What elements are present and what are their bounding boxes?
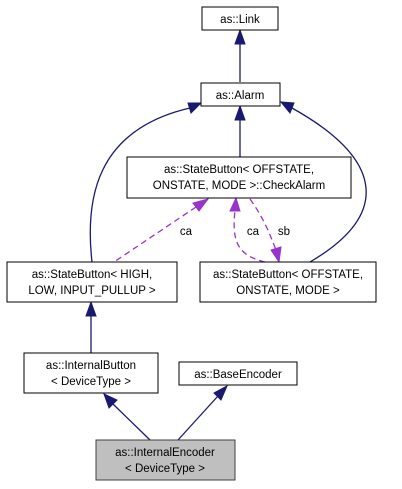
node-base-encoder[interactable]: as::BaseEncoder (178, 361, 298, 386)
node-label-line-2: ONSTATE, MODE > (236, 285, 340, 297)
arrowhead-internalbutton (103, 393, 118, 409)
node-statebutton-high-low[interactable]: as::StateButton< HIGH, LOW, INPUT_PULLUP… (6, 261, 178, 303)
node-label-line-2: < DeviceType > (51, 376, 131, 388)
node-label: as::BaseEncoder (194, 369, 282, 381)
node-label-line-1: as::StateButton< HIGH, (32, 269, 153, 281)
arrowhead-alarm-center (234, 104, 246, 121)
arrowhead-baseencoder (213, 384, 229, 401)
edge-label-sb: sb (278, 226, 290, 238)
node-label-line-2: LOW, INPUT_PULLUP > (28, 285, 156, 297)
arrowhead-sboff (270, 246, 282, 264)
node-internal-button[interactable]: as::InternalButton < DeviceType > (23, 352, 159, 394)
node-as-alarm[interactable]: as::Alarm (200, 82, 281, 107)
node-label-line-1: as::InternalButton (46, 360, 136, 372)
edge-sbhigh-to-alarm (89, 107, 191, 263)
node-label-line-2: < DeviceType > (125, 463, 205, 475)
inheritance-edges (85, 28, 367, 441)
arrowhead-link (234, 28, 246, 45)
edge-internalencoder-to-internalbutton (112, 403, 151, 441)
edge-label-ca-right: ca (247, 226, 260, 238)
edge-label-ca-left: ca (180, 226, 193, 238)
node-statebutton-offstate-onstate[interactable]: as::StateButton< OFFSTATE, ONSTATE, MODE… (199, 261, 377, 303)
edge-usage-sb (249, 198, 277, 251)
node-label: as::Link (220, 14, 260, 26)
arrowhead-alarm-left (187, 102, 203, 114)
arrowhead-checkalarm-left (192, 198, 210, 212)
node-internal-encoder-current[interactable]: as::InternalEncoder < DeviceType > (95, 439, 236, 481)
node-as-link[interactable]: as::Link (201, 6, 279, 31)
node-label-line-1: as::InternalEncoder (115, 447, 215, 459)
usage-edges (113, 196, 282, 264)
node-label-line-1: as::StateButton< OFFSTATE, (164, 164, 314, 176)
arrowhead-checkalarm-right (229, 196, 241, 212)
edge-usage-ca-right (233, 209, 266, 263)
edge-sboff-to-alarm (291, 107, 367, 263)
edge-internalencoder-to-baseencoder (177, 395, 219, 441)
node-label-line-1: as::StateButton< OFFSTATE, (213, 269, 363, 281)
edge-usage-ca-left (113, 206, 197, 263)
node-label-line-2: ONSTATE, MODE >::CheckAlarm (153, 180, 325, 192)
node-statebutton-checkalarm[interactable]: as::StateButton< OFFSTATE, ONSTATE, MODE… (126, 156, 352, 199)
arrowhead-sbhigh (85, 300, 97, 317)
arrowhead-alarm-right (279, 101, 295, 114)
node-label: as::Alarm (216, 90, 265, 102)
